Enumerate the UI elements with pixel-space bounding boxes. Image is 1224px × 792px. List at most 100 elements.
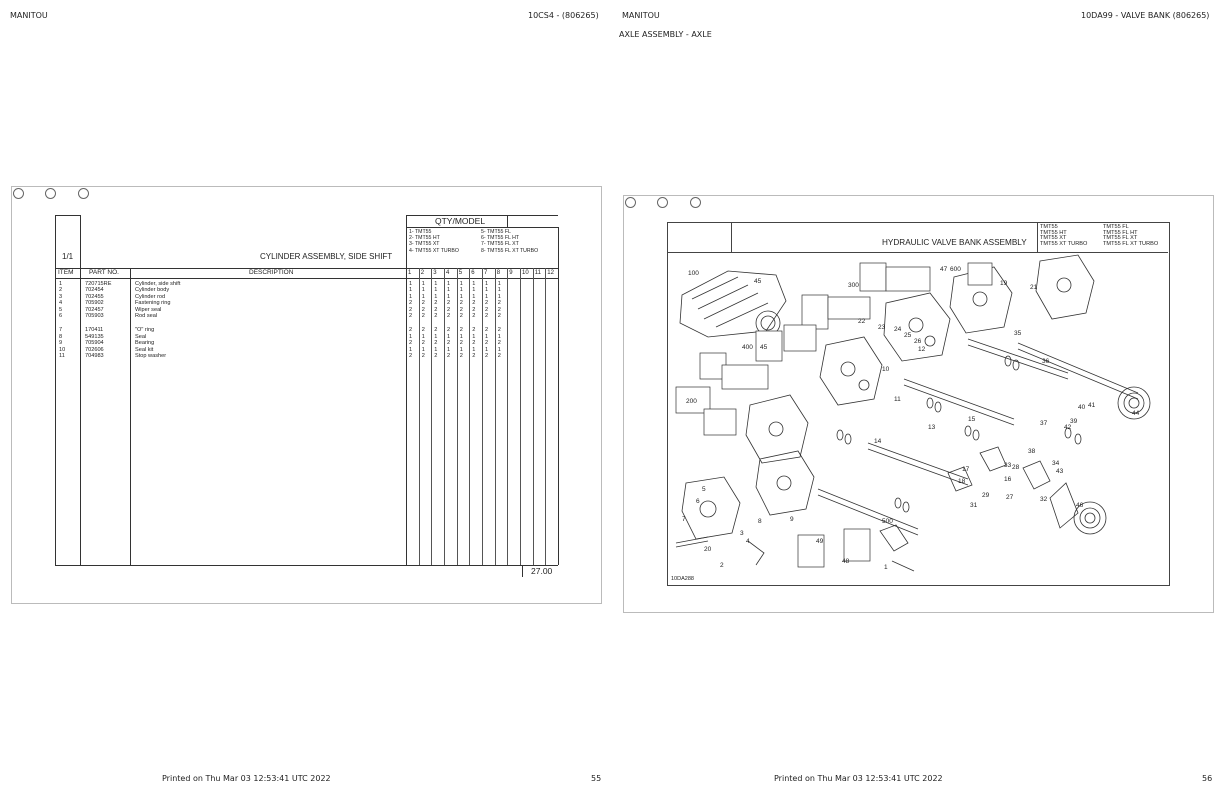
part-callout: 4 — [746, 538, 750, 545]
row-qty: 2 — [447, 300, 451, 307]
row-qty: 1 — [409, 346, 413, 353]
part-callout: 500 — [882, 518, 893, 525]
row-qty: 1 — [485, 333, 489, 340]
row-qty: 2 — [472, 353, 476, 359]
row-part-number: 702455 — [85, 293, 104, 300]
part-callout: 400 — [742, 344, 753, 351]
row-qty: 1 — [409, 281, 413, 287]
row-qty: 2 — [447, 327, 451, 334]
row-qty: 1 — [497, 293, 501, 300]
row-qty: 2 — [485, 306, 489, 313]
qty-col-line — [507, 268, 509, 565]
model-entry: 4- TMT55 XT TURBO — [409, 247, 459, 254]
qty-col-line — [482, 268, 483, 565]
part-callout: 200 — [686, 398, 697, 405]
row-qty: 1 — [447, 293, 451, 300]
part-callout: 10 — [882, 366, 890, 373]
right-doc-code: 10DA99 - VALVE BANK (806265) — [1081, 11, 1210, 20]
col-item-header: ITEM — [58, 269, 74, 276]
row-qty: 2 — [472, 327, 476, 334]
qty-col-header: 12 — [547, 270, 554, 276]
row-qty: 2 — [434, 340, 438, 347]
part-callout: 8 — [758, 518, 762, 525]
right-page-number: 56 — [1202, 774, 1213, 783]
punch-hole-icon — [657, 197, 668, 208]
part-callout: 6 — [696, 498, 700, 505]
part-callout: 14 — [874, 438, 882, 445]
row-description: Cylinder body — [135, 287, 170, 294]
row-qty: 2 — [447, 340, 451, 347]
row-qty: 2 — [409, 306, 413, 313]
row-qty: 1 — [434, 333, 438, 340]
row-qty: 1 — [434, 281, 438, 287]
row-description: Cylinder rod — [135, 293, 166, 300]
row-qty: 1 — [421, 346, 425, 353]
part-callout: 45 — [760, 344, 768, 351]
part-callout: 32 — [1040, 496, 1048, 503]
model-entry: TMT55 FL HT — [1103, 229, 1138, 236]
part-callout: 2 — [720, 562, 724, 569]
row-part-number: 705902 — [85, 300, 104, 307]
row-qty: 2 — [434, 327, 438, 334]
part-callout: 33 — [1004, 462, 1012, 469]
part-callout: 43 — [1056, 468, 1064, 475]
qty-col-header: 4 — [446, 270, 450, 276]
row-qty: 1 — [434, 346, 438, 353]
model-entry: TMT55 HT — [1040, 229, 1067, 236]
row-qty: 2 — [497, 327, 501, 334]
row-qty: 1 — [409, 287, 413, 294]
part-callout: 27 — [1006, 494, 1014, 501]
punch-hole-icon — [45, 188, 56, 199]
figure-ref-box — [522, 565, 558, 577]
row-qty: 2 — [434, 300, 438, 307]
row-qty: 2 — [434, 353, 438, 359]
row-qty: 2 — [497, 306, 501, 313]
qty-col-line — [494, 268, 496, 565]
row-qty: 2 — [485, 327, 489, 334]
row-item-number: 6 — [59, 313, 63, 319]
row-qty: 2 — [409, 313, 413, 319]
model-entry: TMT55 XT — [1040, 235, 1067, 242]
row-description: Bearing — [135, 340, 155, 347]
title-block — [667, 222, 1168, 253]
part-callout: 42 — [1064, 424, 1072, 431]
part-callout: 41 — [1088, 402, 1096, 409]
row-qty: 1 — [447, 287, 451, 294]
row-qty: 1 — [485, 287, 489, 294]
part-callout: 12 — [918, 346, 926, 353]
model-entry: TMT55 — [1040, 224, 1058, 230]
row-qty: 2 — [421, 327, 425, 334]
right-subtitle: AXLE ASSEMBLY - AXLE — [619, 30, 712, 39]
row-qty: 2 — [459, 327, 463, 334]
punch-hole-icon — [690, 197, 701, 208]
left-page-number: 55 — [591, 774, 602, 783]
sheet-ref: 1/1 — [62, 252, 74, 261]
row-qty: 2 — [485, 313, 489, 319]
part-callout: 15 — [968, 416, 976, 423]
drawing-ref: 10DA288 — [671, 576, 694, 582]
row-qty: 2 — [472, 306, 476, 313]
row-part-number: 704983 — [85, 353, 104, 359]
part-callout: 25 — [904, 332, 912, 339]
row-qty: 2 — [409, 340, 413, 347]
qty-col-header: 9 — [509, 270, 513, 276]
model-entry: TMT55 FL XT TURBO — [1103, 240, 1159, 247]
part-callout: 49 — [816, 538, 824, 545]
qty-col-line — [431, 268, 433, 565]
row-qty: 1 — [472, 281, 476, 287]
row-qty: 1 — [447, 281, 451, 287]
part-callout: 3 — [740, 530, 744, 537]
part-callout: 34 — [1052, 460, 1060, 467]
row-part-number: 170411 — [85, 327, 104, 334]
row-qty: 1 — [472, 287, 476, 294]
left-doc-code: 10CS4 - (806265) — [528, 11, 599, 20]
model-entry: 3- TMT55 XT — [409, 241, 440, 248]
row-qty: 2 — [485, 340, 489, 347]
qty-col-header: 10 — [522, 270, 529, 276]
left-footer-printed: Printed on Thu Mar 03 12:53:41 UTC 2022 — [162, 774, 331, 783]
row-part-number: 705903 — [85, 313, 104, 319]
model-entry: 5- TMT55 FL — [481, 229, 511, 235]
